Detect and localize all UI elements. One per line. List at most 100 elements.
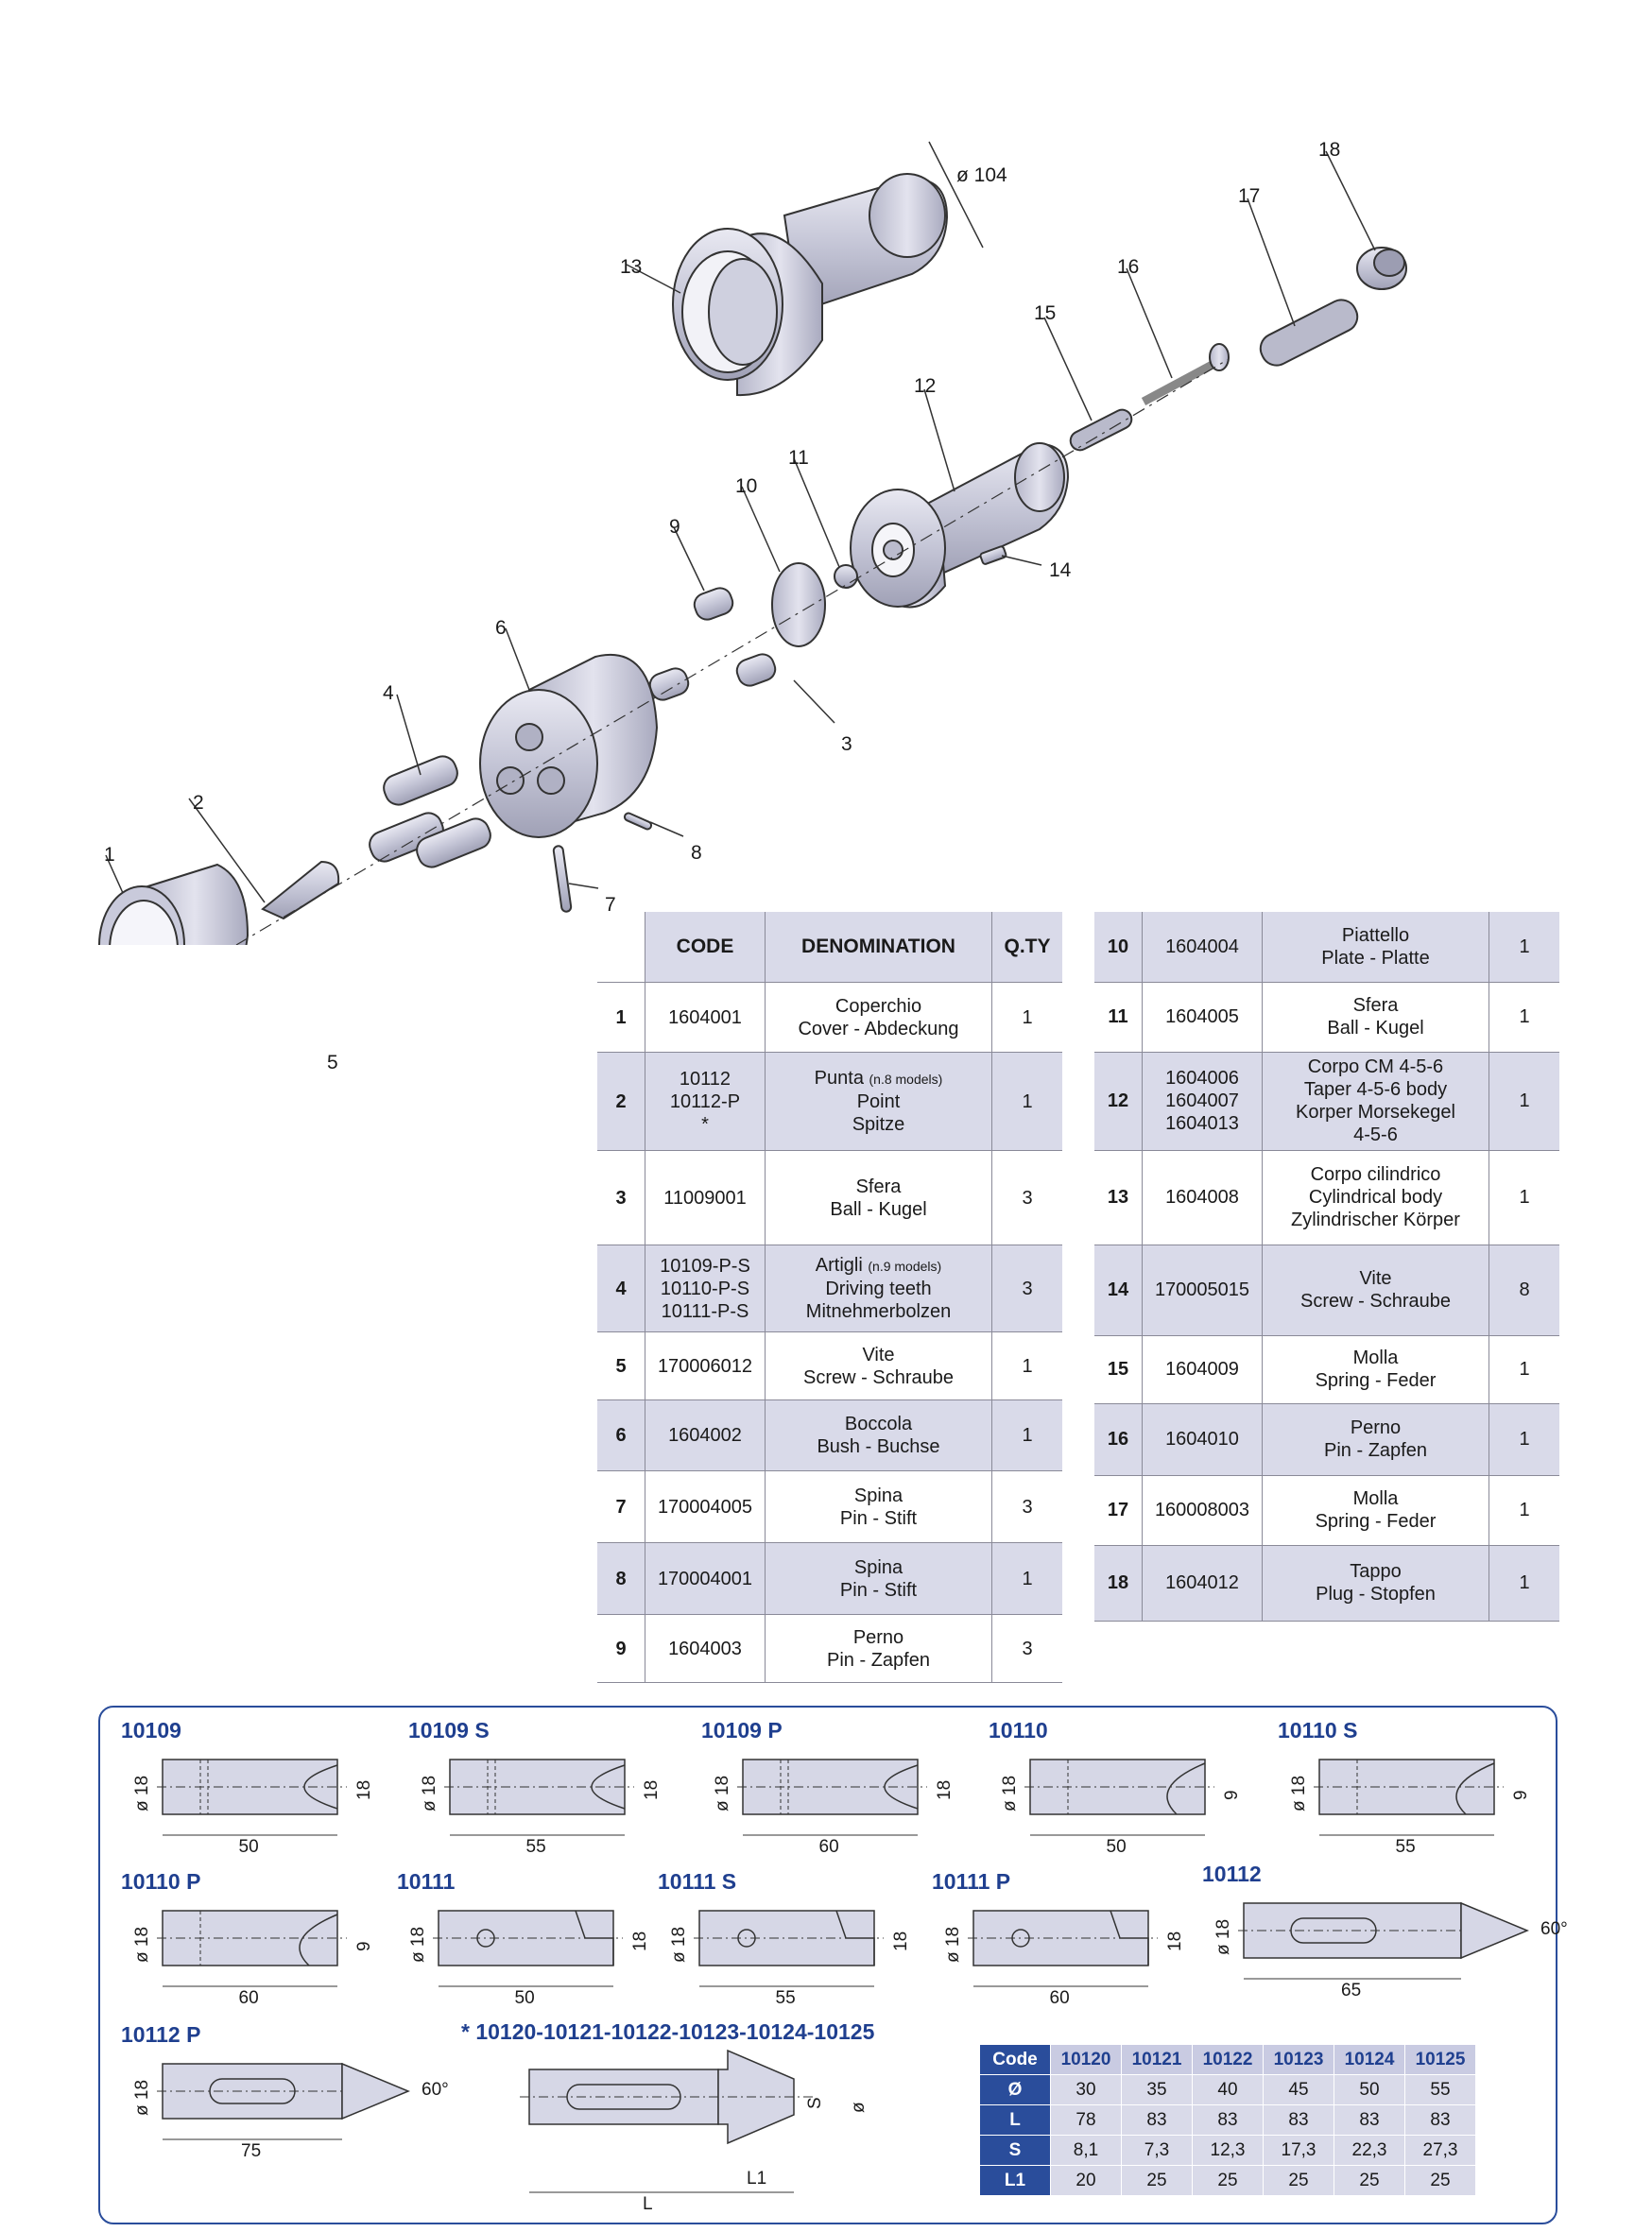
cell-num: 5	[597, 1331, 645, 1400]
cell-qty: 3	[991, 1470, 1062, 1543]
cell-den: Vite Screw - Schraube	[765, 1331, 992, 1400]
tip-cone	[341, 2062, 410, 2120]
cell-code: 170004005	[645, 1470, 766, 1543]
tip-step	[575, 1910, 614, 1966]
code-cell: 10122	[1192, 2044, 1264, 2075]
tip-slot	[1290, 1917, 1377, 1944]
cell-code: 1604012	[1142, 1545, 1263, 1622]
tip-diameter-label: ø 18	[1289, 1775, 1309, 1811]
cell-den: Molla Spring - Feder	[1262, 1335, 1489, 1404]
tip-title: 10112 P	[121, 2022, 201, 2047]
pin-seven-part	[552, 845, 573, 913]
tip-title: 10112	[1202, 1862, 1262, 1886]
code-cell: 10125	[1404, 2044, 1476, 2075]
code-cell: Code	[979, 2044, 1051, 2075]
callout-13: 13	[620, 256, 643, 278]
tip-right-label: 18	[630, 1931, 650, 1951]
cell-code: 1604003	[645, 1614, 766, 1683]
code-cell: 25	[1334, 2165, 1405, 2196]
pins-part	[648, 587, 777, 701]
tip-slot	[209, 2078, 296, 2104]
cell-qty: 1	[1489, 1150, 1559, 1245]
cell-num: 13	[1094, 1150, 1143, 1245]
bush-part	[479, 653, 659, 838]
cell-den: Coperchio Cover - Abdeckung	[765, 982, 992, 1053]
callout-7: 7	[605, 894, 616, 916]
cell-den: Spina Pin - Stift	[765, 1470, 992, 1543]
callout-5: 5	[327, 1052, 338, 1073]
tip-length-label: 60	[1049, 1988, 1070, 2008]
tip-diameter-label: ø 18	[420, 1775, 439, 1811]
tip-right-label: 18	[1165, 1931, 1185, 1951]
callout-12: 12	[914, 375, 937, 397]
cell-qty: 3	[991, 1150, 1062, 1245]
second-spring-part	[1259, 299, 1359, 367]
cell-den: Spina Pin - Stift	[765, 1542, 992, 1615]
tip-edge	[303, 1764, 338, 1810]
tip-diameter-label: ø 18	[132, 2079, 152, 2116]
cell-num: 4	[597, 1245, 645, 1332]
code-cell: 12,3	[1192, 2135, 1264, 2166]
small-screw-part	[979, 545, 1007, 565]
tip-edge	[591, 1764, 626, 1810]
cell-num: 14	[1094, 1245, 1143, 1336]
cell-qty: 1	[991, 1331, 1062, 1400]
code-cell: 83	[1192, 2104, 1264, 2136]
tip-title: 10110 S	[1278, 1718, 1358, 1743]
callout-18: 18	[1318, 139, 1341, 161]
code-cell: 50	[1334, 2074, 1405, 2105]
tip-length-label: 55	[525, 1837, 546, 1857]
cell-num: 10	[1094, 912, 1143, 983]
cell-qty: 3	[991, 1245, 1062, 1332]
cell-num: 8	[597, 1542, 645, 1615]
tip-length-label: 55	[775, 1988, 796, 2008]
cell-num: 12	[1094, 1052, 1143, 1151]
denomination-rest: Driving teeth Mitnehmerbolzen	[805, 1279, 952, 1322]
tip-right-label: 9	[354, 1941, 374, 1951]
cell-code: 170006012	[645, 1331, 766, 1400]
code-cell: 35	[1121, 2074, 1193, 2105]
code-cell: Ø	[979, 2074, 1051, 2105]
callout-4: 4	[383, 682, 394, 704]
tip-step	[835, 1910, 875, 1966]
callout-11: 11	[788, 447, 809, 469]
code-cell: 30	[1050, 2074, 1122, 2105]
series-l1-label: L1	[747, 2169, 767, 2189]
tip-right-label: 9	[1511, 1790, 1531, 1800]
tip-diameter-label: ø 18	[132, 1926, 152, 1963]
tip-hole	[476, 1929, 495, 1948]
callout-2: 2	[193, 792, 204, 814]
cell-num: 7	[597, 1470, 645, 1543]
callout-15: 15	[1034, 302, 1057, 324]
series-l-label: L	[643, 2194, 653, 2214]
cell-qty: 8	[1489, 1245, 1559, 1336]
denomination-note: (n.8 models)	[869, 1072, 943, 1087]
cell-den: Perno Pin - Zapfen	[1262, 1403, 1489, 1476]
cell-code: 1604004	[1142, 912, 1263, 983]
tip-diameter-label: ø 18	[713, 1775, 732, 1811]
tip-title: 10109 P	[701, 1718, 783, 1743]
cell-num: 9	[597, 1614, 645, 1683]
cell-code: 1604010	[1142, 1403, 1263, 1476]
tip-step	[1110, 1910, 1149, 1966]
cell-qty: 1	[1489, 1545, 1559, 1622]
code-cell: 10123	[1263, 2044, 1334, 2075]
cell-code: 11009001	[645, 1150, 766, 1245]
cell-num: 1	[597, 982, 645, 1053]
cell-den: Molla Spring - Feder	[1262, 1475, 1489, 1546]
cell-code: 1604005	[1142, 982, 1263, 1053]
cell-den: Sfera Ball - Kugel	[1262, 982, 1489, 1053]
tip-hole	[1011, 1929, 1030, 1948]
